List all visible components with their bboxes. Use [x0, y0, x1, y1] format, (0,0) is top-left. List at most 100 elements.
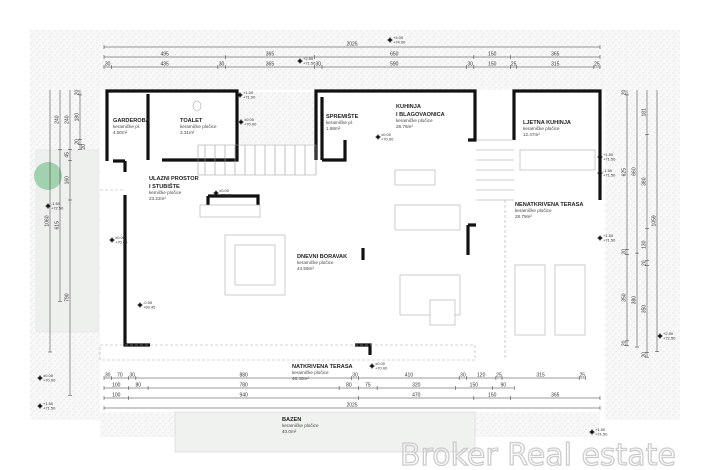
level-value: ±0.00: [375, 361, 386, 366]
dimension-value: 315: [536, 373, 545, 379]
level-absolute: +70.00: [381, 137, 394, 142]
level-absolute: +71.00: [243, 95, 256, 100]
level-marker: ±0.00+70.00: [109, 235, 128, 245]
room-name: LJETNA KUHINJA: [523, 120, 571, 126]
dimension-value: 25: [579, 373, 585, 379]
dimension-value: 240: [65, 115, 71, 124]
room-name: BAZEN: [282, 417, 301, 423]
dimension-value: 30: [467, 62, 473, 68]
dimension-value: 25: [594, 62, 600, 68]
level-value: ±0.00: [43, 373, 54, 378]
dimension-value: 150: [488, 52, 497, 58]
dimension-value: 590: [390, 62, 399, 68]
level-value: -0.55: [143, 300, 153, 305]
level-value: +1.50: [595, 427, 606, 432]
level-absolute: +70.00: [219, 193, 232, 198]
terrace-outline: [99, 189, 506, 361]
dimension-value: 20: [622, 340, 628, 346]
level-value: ±0.00: [115, 235, 126, 240]
dimension-value: 2025: [346, 42, 357, 48]
room-name: NATKRIVENA TERASA: [292, 364, 353, 370]
dimension-value: 2025: [346, 403, 357, 409]
level-value: ±0.00: [244, 117, 255, 122]
level-marker: +2.50+71.50: [297, 56, 316, 66]
room-area: 12.47m²: [523, 132, 540, 137]
level-value: +1.00: [243, 90, 254, 95]
level-marker: +1.50+71.50: [589, 427, 608, 437]
dimension-value: 1059: [652, 215, 658, 226]
room-area: 1.68m²: [326, 126, 341, 131]
dimension-value: 130: [642, 240, 648, 249]
level-marker: +1.50+71.50: [37, 401, 56, 411]
room-material: keramičke pločice: [523, 126, 560, 131]
level-value: ±0.00: [219, 188, 230, 193]
level-marker: +1.50+71.50: [597, 233, 616, 243]
dimension-value: 30: [352, 373, 358, 379]
level-marker: +1.00+71.00: [237, 90, 256, 100]
level-absolute: +70.00: [43, 378, 56, 383]
dimension-value: 410: [405, 373, 414, 379]
level-absolute: +70.00: [244, 122, 257, 127]
level-absolute: +71.50: [603, 173, 616, 178]
level-value: +2.50: [663, 331, 674, 336]
stairs: [197, 139, 514, 201]
room-material: keramičke pločice: [515, 208, 552, 213]
room-area: 28.79m²: [515, 214, 532, 219]
dimension-value: 780: [239, 383, 248, 389]
room-name: KUHINJA: [396, 104, 421, 110]
dimension-value: 70: [117, 373, 123, 379]
level-marker: +1.50+71.50: [597, 152, 616, 162]
dimension-value: 30: [105, 373, 111, 379]
level-absolute: +72.50: [51, 206, 64, 211]
dimension-value: 365: [266, 62, 275, 68]
watermark: Broker Real estate: [400, 438, 676, 470]
room-material: keramičke pločice: [396, 118, 433, 123]
dimension-value: 30: [219, 62, 225, 68]
dimension-value: 25: [511, 62, 517, 68]
dimension-value: 30: [316, 62, 322, 68]
tree-icon: [34, 162, 62, 190]
level-absolute: +70.00: [115, 240, 128, 245]
dimension-value: 150: [488, 62, 497, 68]
dimension-value: 365: [266, 52, 275, 58]
room-area: 28.76m²: [396, 124, 413, 129]
level-marker: ±0.00+70.00: [238, 117, 257, 127]
dimension-value: 30: [105, 62, 111, 68]
dimension-value: 315: [551, 62, 560, 68]
level-value: +2.50: [303, 56, 314, 61]
level-value: +1.50: [43, 401, 54, 406]
dimension-value: 30: [129, 373, 135, 379]
dimension-value: 435: [160, 62, 169, 68]
room-material: keramičke pl.: [113, 124, 140, 129]
furniture: [192, 100, 596, 336]
dimension-value: 380: [632, 296, 638, 305]
room-name: I BLAGOVAONICA: [396, 112, 445, 118]
dimension-value: 660: [632, 167, 638, 176]
room-area: 44.59m²: [297, 266, 314, 271]
room-name: I STUBIŠTE: [149, 182, 180, 190]
level-marker: ±0.00+70.00: [369, 361, 388, 371]
room-material: keramičke pločice: [297, 260, 334, 265]
room-area: 40.0m²: [282, 429, 297, 434]
dimension-value: 75: [365, 383, 371, 389]
level-marker: -1.50+72.50: [45, 201, 64, 211]
level-absolute: +71.50: [303, 61, 316, 66]
level-value: +4.00: [393, 35, 404, 40]
dimension-value: 90: [500, 383, 506, 389]
dimension-value: 25: [496, 373, 502, 379]
room-material: keramičke pločice: [292, 370, 329, 375]
dimension-value: 790: [65, 293, 71, 302]
level-absolute: +71.50: [603, 157, 616, 162]
dimension-value: 160: [65, 176, 71, 185]
room-name: ULAZNI PROSTOR: [149, 176, 199, 182]
dimension-value: 30: [460, 373, 466, 379]
level-marker: ±0.00+70.00: [213, 188, 232, 198]
room-name: TOALET: [180, 118, 203, 124]
